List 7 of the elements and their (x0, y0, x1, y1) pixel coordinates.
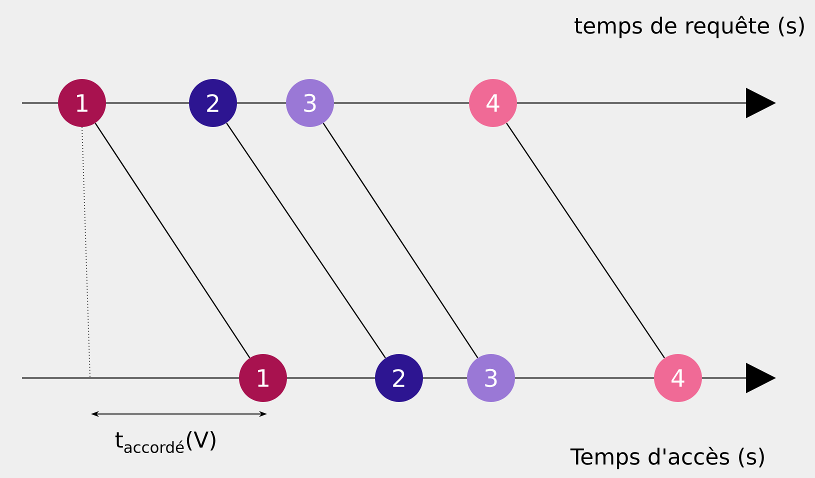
connector-line (226, 122, 386, 358)
axis-label: temps de requête (s) (574, 16, 804, 38)
connector-line (94, 122, 250, 358)
axis-label: t$_{accordé}$(V) (115, 430, 216, 454)
connector-line (506, 122, 665, 358)
connector-line (322, 122, 478, 358)
axis-label: Temps d'accès (s) (570, 446, 764, 470)
